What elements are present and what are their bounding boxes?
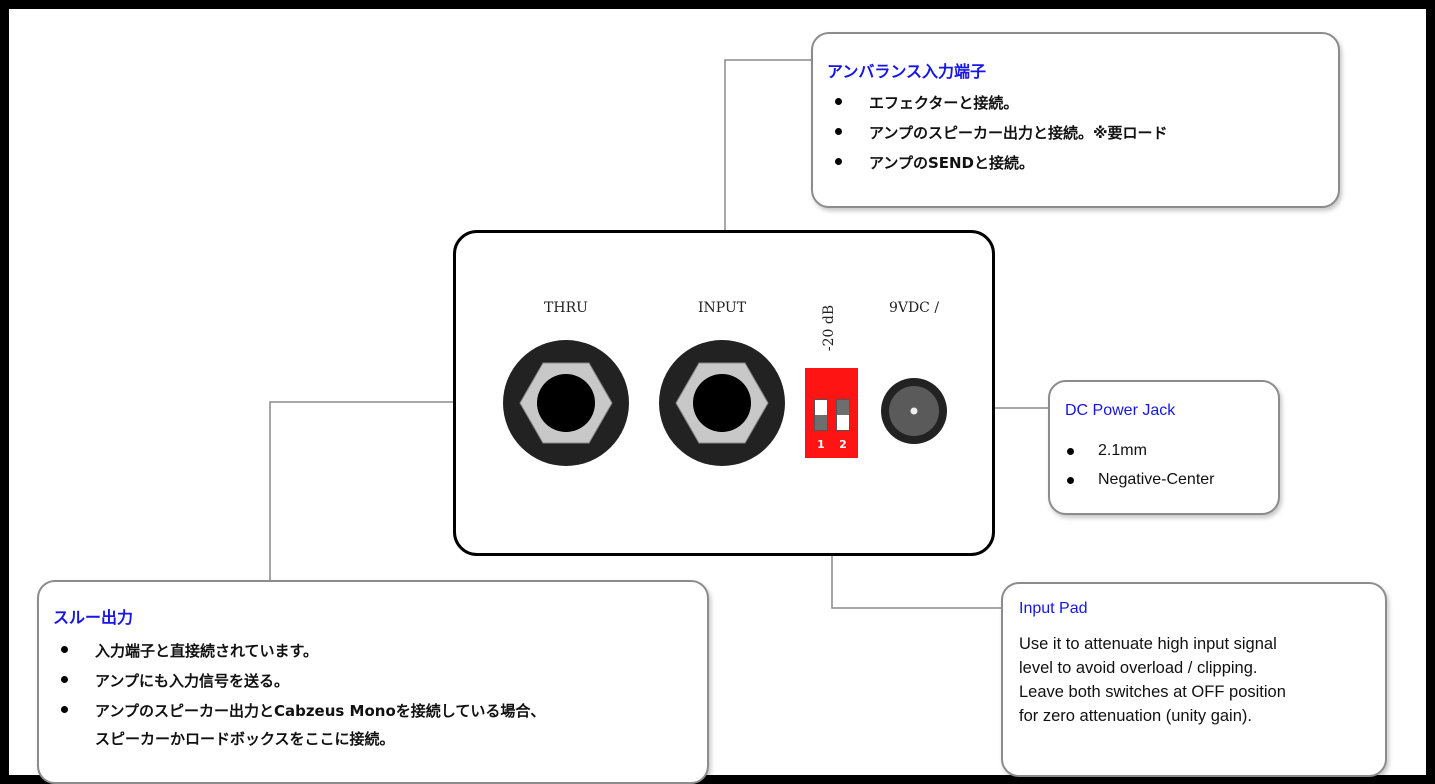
callout-unbalanced-input: アンバランス入力端子 エフェクターと接続。 アンプのスピーカー出力と接続。※要ロ… — [811, 32, 1340, 208]
callout-input-pad: Input Pad Use it to attenuate high input… — [1001, 582, 1387, 777]
callout-list: 2.1mm Negative-Center — [1050, 442, 1215, 500]
dip-number-1: 1 — [817, 438, 825, 451]
paragraph-line: Use it to attenuate high input signal — [1019, 635, 1277, 653]
callout-list: エフェクターと接続。 アンプのスピーカー出力と接続。※要ロード アンプのSEND… — [813, 92, 1168, 182]
thru-jack[interactable] — [501, 338, 631, 468]
pad-label: -20 dB — [821, 304, 837, 352]
list-item: アンプにも入力信号を送る。 — [39, 670, 545, 700]
leader-line-thru — [269, 401, 490, 580]
dip-switch[interactable]: 1 2 — [805, 368, 858, 458]
paragraph-line: level to avoid overload / clipping. — [1019, 659, 1258, 677]
input-label: INPUT — [697, 300, 747, 316]
list-item: アンプのスピーカー出力と接続。※要ロード — [813, 122, 1168, 152]
callout-thru-output: スルー出力 入力端子と直接続されています。 アンプにも入力信号を送る。 アンプの… — [37, 580, 709, 784]
dip-switch-2[interactable] — [836, 399, 850, 431]
list-item: エフェクターと接続。 — [813, 92, 1168, 122]
dip-switch-1[interactable] — [814, 399, 828, 431]
list-item: アンプのSENDと接続。 — [813, 152, 1168, 182]
dc-power-jack[interactable] — [879, 376, 949, 446]
list-item: Negative-Center — [1050, 471, 1215, 500]
input-jack[interactable] — [657, 338, 787, 468]
input-jack-hole — [693, 374, 751, 432]
list-item: 入力端子と直接続されています。 — [39, 640, 545, 670]
list-item: アンプのスピーカー出力とCabzeus Monoを接続している場合、 — [39, 700, 545, 728]
list-item: 2.1mm — [1050, 442, 1215, 471]
callout-list: 入力端子と直接続されています。 アンプにも入力信号を送る。 アンプのスピーカー出… — [39, 640, 545, 758]
dip-switch-2-actuator — [837, 400, 849, 415]
callout-title: スルー出力 — [53, 608, 134, 627]
callout-title: アンバランス入力端子 — [827, 62, 987, 81]
dip-number-2: 2 — [839, 438, 847, 451]
thru-label: THRU — [544, 300, 588, 316]
thru-jack-hole — [537, 374, 595, 432]
dc-jack-pin — [910, 407, 918, 415]
dip-switch-1-actuator — [815, 415, 827, 430]
dc-label: 9VDC / — [888, 300, 940, 316]
callout-dc-power: DC Power Jack 2.1mm Negative-Center — [1048, 380, 1280, 515]
paragraph-line: for zero attenuation (unity gain). — [1019, 707, 1252, 725]
list-item-continuation: スピーカーかロードボックスをここに接続。 — [95, 730, 395, 748]
callout-paragraph: Use it to attenuate high input signal le… — [1019, 632, 1286, 728]
leader-line-input — [724, 59, 812, 296]
callout-title: DC Power Jack — [1065, 402, 1176, 419]
callout-title: Input Pad — [1019, 600, 1088, 617]
paragraph-line: Leave both switches at OFF position — [1019, 683, 1286, 701]
